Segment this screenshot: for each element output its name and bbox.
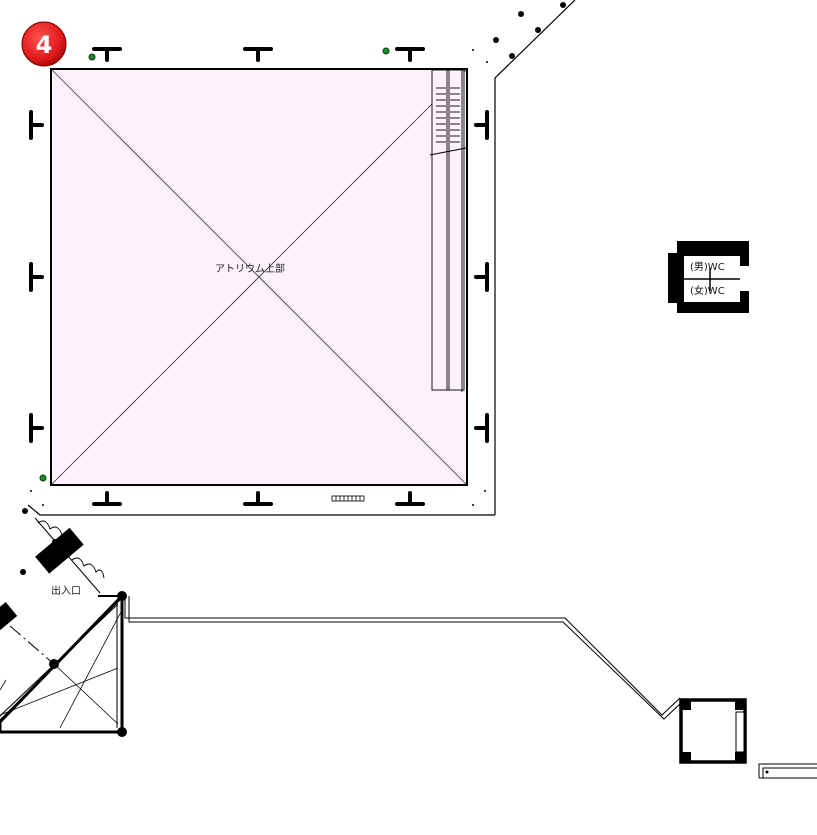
atrium-label: アトリウム上部 [215, 262, 285, 275]
wc-women-label: (女)WC [690, 284, 725, 297]
floor-number-badge: 4 [21, 21, 67, 67]
stair-core[interactable] [679, 698, 747, 764]
atrium-void[interactable]: アトリウム上部 [50, 68, 468, 486]
stair-icon [331, 495, 365, 502]
wc-men-label: (男)WC [690, 261, 725, 273]
entrance-label: 出入口 [51, 584, 81, 597]
wc-icon[interactable]: (男)WC (女)WC [668, 241, 749, 313]
floor-number: 4 [36, 31, 53, 59]
escalator-icon[interactable] [429, 68, 467, 392]
green-marker [39, 47, 390, 482]
lower-right-corridor [758, 763, 817, 779]
entrance-area[interactable]: 出入口 [0, 517, 105, 665]
canopy-nodes [49, 539, 127, 737]
triangular-canopy [0, 592, 124, 734]
dot-markers [20, 2, 566, 575]
walkway-corridor [124, 596, 683, 720]
outer-wall [27, 0, 576, 516]
